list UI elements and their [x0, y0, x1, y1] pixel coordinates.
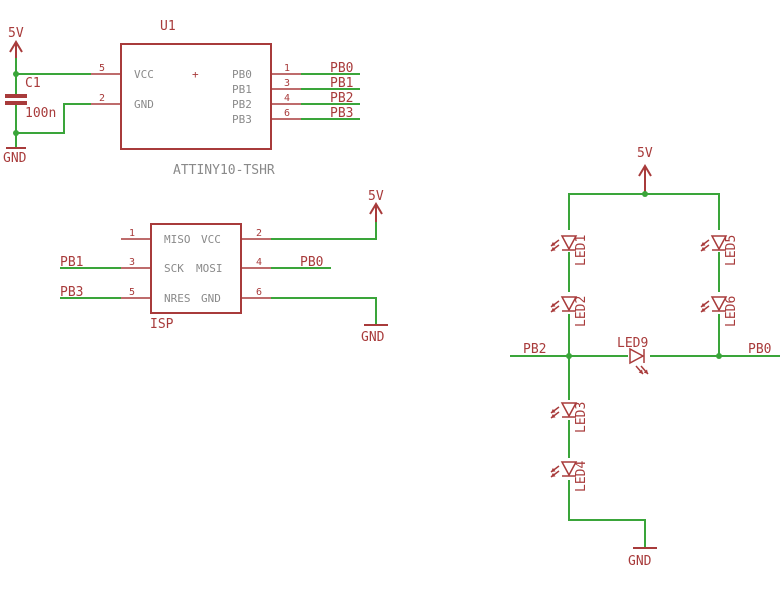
- u1-pin-name: VCC: [134, 68, 154, 81]
- c1-name: C1: [25, 76, 41, 91]
- u1-value: ATTINY10-TSHR: [173, 163, 275, 178]
- led-vertical: LED1: [550, 235, 589, 266]
- u1-pin-num: 4: [284, 93, 290, 104]
- vcc-arrow-icon: [9, 40, 23, 58]
- junction: [566, 353, 572, 359]
- isp-pin-name: SCK: [164, 262, 184, 275]
- vcc-arrow-icon: [369, 202, 383, 222]
- vcc-label-leds: 5V: [637, 146, 653, 161]
- c1-value: 100n: [25, 106, 56, 121]
- vcc-arrow-icon: [638, 164, 652, 194]
- led-label: LED3: [574, 402, 589, 433]
- junction: [716, 353, 722, 359]
- led-horizontal: LED9: [617, 336, 649, 375]
- u1-pin-name: PB3: [232, 113, 252, 126]
- gnd-label-c1: GND: [3, 151, 27, 166]
- u1-name: U1: [160, 19, 176, 34]
- net-label: PB0: [748, 342, 771, 357]
- net-label: PB1: [60, 255, 83, 270]
- u1-pin-name: PB0: [232, 68, 252, 81]
- isp-pin-num: 2: [256, 228, 262, 239]
- led-vertical: LED3: [550, 402, 589, 433]
- led-vertical: LED2: [550, 296, 589, 327]
- u1-pin-num: 6: [284, 108, 290, 119]
- isp-pin-name: NRES: [164, 292, 191, 305]
- net-label: PB0: [330, 61, 353, 76]
- isp-pin-name: MISO: [164, 233, 191, 246]
- capacitor-c1: C1 100n: [5, 76, 56, 121]
- ic-u1: U1 + 5 2 VCC GND 1 3 4 6 PB0 PB1 PB2 PB3…: [91, 19, 360, 178]
- isp-pin-num: 4: [256, 257, 262, 268]
- u1-pin-num: 5: [99, 63, 105, 74]
- isp-pin-name: VCC: [201, 233, 221, 246]
- led-label: LED5: [724, 235, 739, 266]
- led-label: LED9: [617, 336, 648, 351]
- led-vertical: LED6: [700, 296, 739, 327]
- isp-pin-num: 6: [256, 287, 262, 298]
- led-label: LED1: [574, 235, 589, 266]
- net-label: PB3: [330, 106, 353, 121]
- isp-header: 1 3 5 MISO SCK NRES 2 4 6 VCC MOSI GND I…: [60, 189, 388, 345]
- net-label: PB0: [300, 255, 323, 270]
- isp-pin-name: GND: [201, 292, 221, 305]
- isp-pin-num: 5: [129, 287, 135, 298]
- led-label: LED4: [574, 461, 589, 492]
- net-label: PB2: [330, 91, 353, 106]
- net-label: PB3: [60, 285, 83, 300]
- u1-body: [120, 43, 272, 150]
- u1-plus: +: [192, 68, 199, 81]
- vcc-label-c1: 5V: [8, 26, 24, 41]
- u1-pin-name: GND: [134, 98, 154, 111]
- gnd-label-leds: GND: [628, 554, 652, 569]
- u1-pin-num: 1: [284, 63, 290, 74]
- led-label: LED6: [724, 296, 739, 327]
- gnd-label-isp: GND: [361, 330, 385, 345]
- u1-pin-num: 2: [99, 93, 105, 104]
- power-section: 5V C1 100n GND: [3, 26, 91, 166]
- u1-pin-name: PB2: [232, 98, 252, 111]
- u1-pin-name: PB1: [232, 83, 252, 96]
- isp-pin-num: 3: [129, 257, 135, 268]
- led-vertical: LED4: [550, 461, 589, 492]
- isp-name: ISP: [150, 317, 174, 332]
- junction: [642, 191, 648, 197]
- net-label: PB2: [523, 342, 546, 357]
- led-label: LED2: [574, 296, 589, 327]
- vcc-label-isp: 5V: [368, 189, 384, 204]
- led-vertical: LED5: [700, 235, 739, 266]
- u1-pin-num: 3: [284, 78, 290, 89]
- isp-pin-name: MOSI: [196, 262, 223, 275]
- isp-pin-num: 1: [129, 228, 135, 239]
- net-label: PB1: [330, 76, 353, 91]
